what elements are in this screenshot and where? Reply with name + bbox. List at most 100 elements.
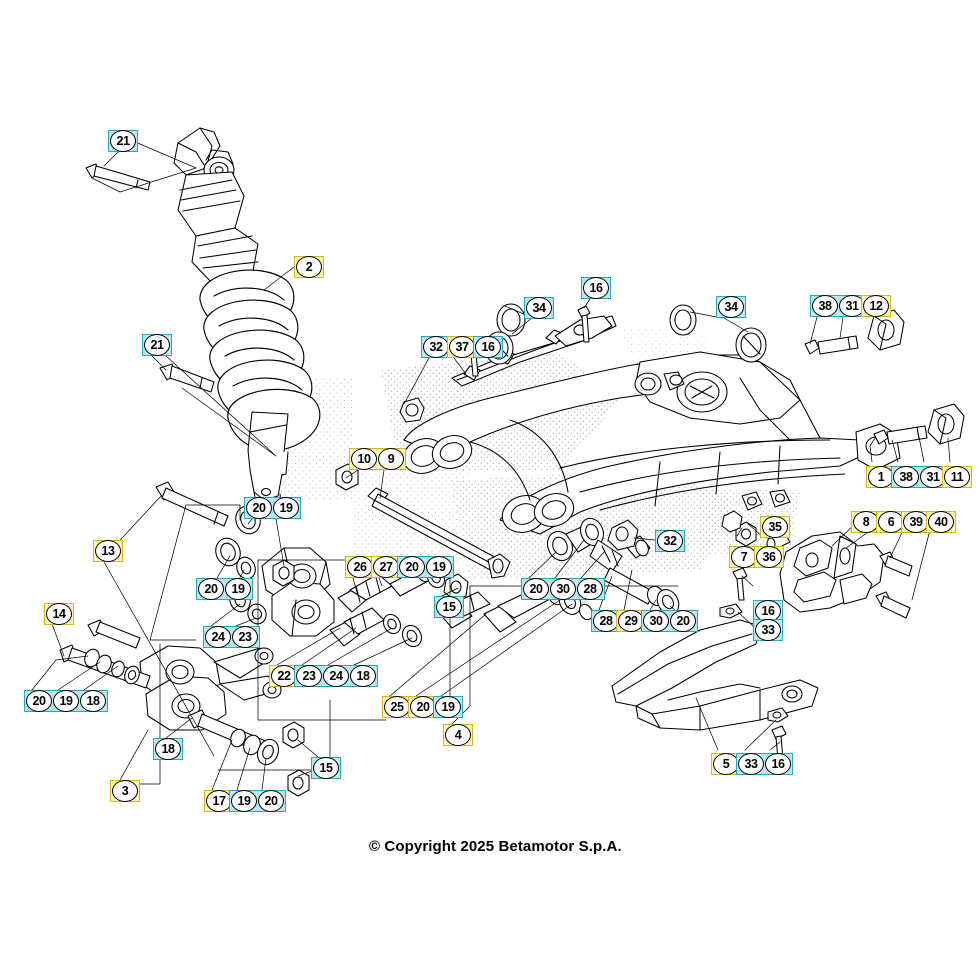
part-number-21[interactable]: 21 — [144, 334, 170, 356]
part-number-23[interactable]: 23 — [232, 626, 258, 648]
part-number-14[interactable]: 14 — [46, 603, 72, 625]
callout-15[interactable]: 15 — [434, 596, 464, 618]
callout-34[interactable]: 34 — [524, 297, 554, 319]
callout-34[interactable]: 34 — [716, 296, 746, 318]
callout-35[interactable]: 35 — [760, 516, 790, 538]
part-number-19[interactable]: 19 — [231, 790, 257, 812]
part-number-18[interactable]: 18 — [155, 738, 181, 760]
callout-4[interactable]: 4 — [443, 724, 473, 746]
callout-6[interactable]: 6 — [876, 511, 906, 533]
part-number-33[interactable]: 33 — [755, 619, 781, 641]
part-number-15[interactable]: 15 — [436, 596, 462, 618]
part-number-3[interactable]: 3 — [112, 780, 138, 802]
callout-2[interactable]: 2 — [294, 256, 324, 278]
part-number-31[interactable]: 31 — [920, 466, 946, 488]
part-number-9[interactable]: 9 — [378, 448, 404, 470]
part-number-21[interactable]: 21 — [110, 130, 136, 152]
part-number-38[interactable]: 38 — [893, 466, 919, 488]
part-number-26[interactable]: 26 — [347, 556, 373, 578]
callout-36[interactable]: 36 — [754, 546, 784, 568]
callout-18[interactable]: 18 — [153, 738, 183, 760]
part-number-25[interactable]: 25 — [384, 696, 410, 718]
part-number-20[interactable]: 20 — [399, 556, 425, 578]
part-number-18[interactable]: 18 — [80, 690, 106, 712]
part-number-27[interactable]: 27 — [373, 556, 399, 578]
callout-28[interactable]: 28 — [591, 610, 621, 632]
part-number-19[interactable]: 19 — [273, 497, 299, 519]
callout-32[interactable]: 32 — [655, 530, 685, 552]
part-number-23[interactable]: 23 — [296, 665, 322, 687]
part-number-30[interactable]: 30 — [643, 610, 669, 632]
callout-3[interactable]: 3 — [110, 780, 140, 802]
part-number-13[interactable]: 13 — [95, 540, 121, 562]
callout-11[interactable]: 11 — [942, 466, 972, 488]
part-number-35[interactable]: 35 — [762, 516, 788, 538]
callout-19[interactable]: 19 — [433, 696, 463, 718]
part-number-32[interactable]: 32 — [423, 336, 449, 358]
part-number-38[interactable]: 38 — [812, 295, 838, 317]
callout-33[interactable]: 33 — [753, 619, 783, 641]
part-number-19[interactable]: 19 — [225, 578, 251, 600]
part-number-37[interactable]: 37 — [449, 336, 475, 358]
part-number-20[interactable]: 20 — [198, 578, 224, 600]
callout-22[interactable]: 22 — [269, 665, 299, 687]
part-number-20[interactable]: 20 — [523, 578, 549, 600]
part-number-17[interactable]: 17 — [206, 790, 232, 812]
callout-15[interactable]: 15 — [311, 757, 341, 779]
part-number-20[interactable]: 20 — [670, 610, 696, 632]
callout-32[interactable]: 32 — [421, 336, 451, 358]
callout-14[interactable]: 14 — [44, 603, 74, 625]
part-number-20[interactable]: 20 — [26, 690, 52, 712]
part-number-4[interactable]: 4 — [445, 724, 471, 746]
callout-12[interactable]: 12 — [861, 295, 891, 317]
callout-37[interactable]: 37 — [447, 336, 477, 358]
callout-16[interactable]: 16 — [753, 600, 783, 622]
part-number-34[interactable]: 34 — [718, 296, 744, 318]
part-number-40[interactable]: 40 — [928, 511, 954, 533]
callout-8[interactable]: 8 — [851, 511, 881, 533]
part-number-18[interactable]: 18 — [350, 665, 376, 687]
part-number-19[interactable]: 19 — [435, 696, 461, 718]
part-number-16[interactable]: 16 — [765, 753, 791, 775]
callout-16[interactable]: 16 — [581, 277, 611, 299]
part-number-19[interactable]: 19 — [426, 556, 452, 578]
part-number-16[interactable]: 16 — [583, 277, 609, 299]
part-number-20[interactable]: 20 — [246, 497, 272, 519]
callout-16[interactable]: 16 — [473, 336, 503, 358]
part-number-33[interactable]: 33 — [738, 753, 764, 775]
callout-17[interactable]: 17 — [204, 790, 234, 812]
part-number-20[interactable]: 20 — [410, 696, 436, 718]
callout-7[interactable]: 7 — [729, 546, 759, 568]
part-number-16[interactable]: 16 — [475, 336, 501, 358]
callout-13[interactable]: 13 — [93, 540, 123, 562]
callout-21[interactable]: 21 — [108, 130, 138, 152]
callout-21[interactable]: 21 — [142, 334, 172, 356]
part-number-2[interactable]: 2 — [296, 256, 322, 278]
callout-40[interactable]: 40 — [926, 511, 956, 533]
part-number-28[interactable]: 28 — [593, 610, 619, 632]
callout-25[interactable]: 25 — [382, 696, 412, 718]
part-number-24[interactable]: 24 — [205, 626, 231, 648]
part-number-20[interactable]: 20 — [258, 790, 284, 812]
part-number-10[interactable]: 10 — [351, 448, 377, 470]
part-number-24[interactable]: 24 — [323, 665, 349, 687]
part-number-28[interactable]: 28 — [577, 578, 603, 600]
part-number-30[interactable]: 30 — [550, 578, 576, 600]
part-number-12[interactable]: 12 — [863, 295, 889, 317]
part-number-15[interactable]: 15 — [313, 757, 339, 779]
part-number-34[interactable]: 34 — [526, 297, 552, 319]
part-number-32[interactable]: 32 — [657, 530, 683, 552]
